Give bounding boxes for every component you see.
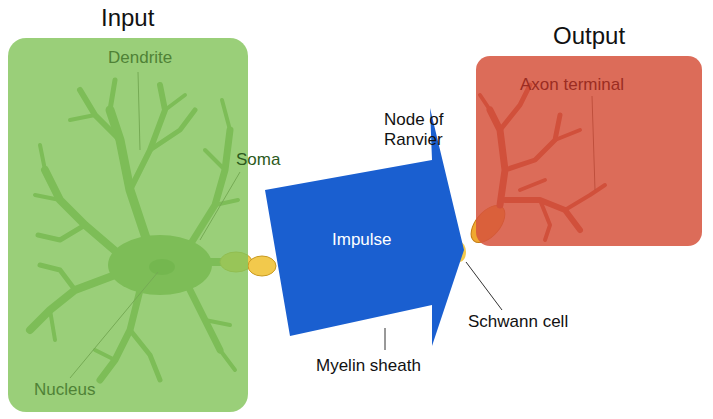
- part-label: Myelin sheath: [316, 356, 421, 376]
- part-label: Node of Ranvier: [384, 110, 468, 150]
- part-label: Soma: [236, 150, 280, 170]
- part-label: Dendrite: [108, 48, 172, 68]
- part-label: Axon terminal: [520, 75, 624, 95]
- part-label: Schwann cell: [468, 312, 568, 332]
- input-panel: Input: [8, 38, 248, 412]
- part-label: Nucleus: [34, 380, 95, 400]
- panel-heading: Input: [101, 4, 154, 32]
- arrow-label: Impulse: [332, 230, 392, 250]
- panel-heading: Output: [553, 22, 625, 50]
